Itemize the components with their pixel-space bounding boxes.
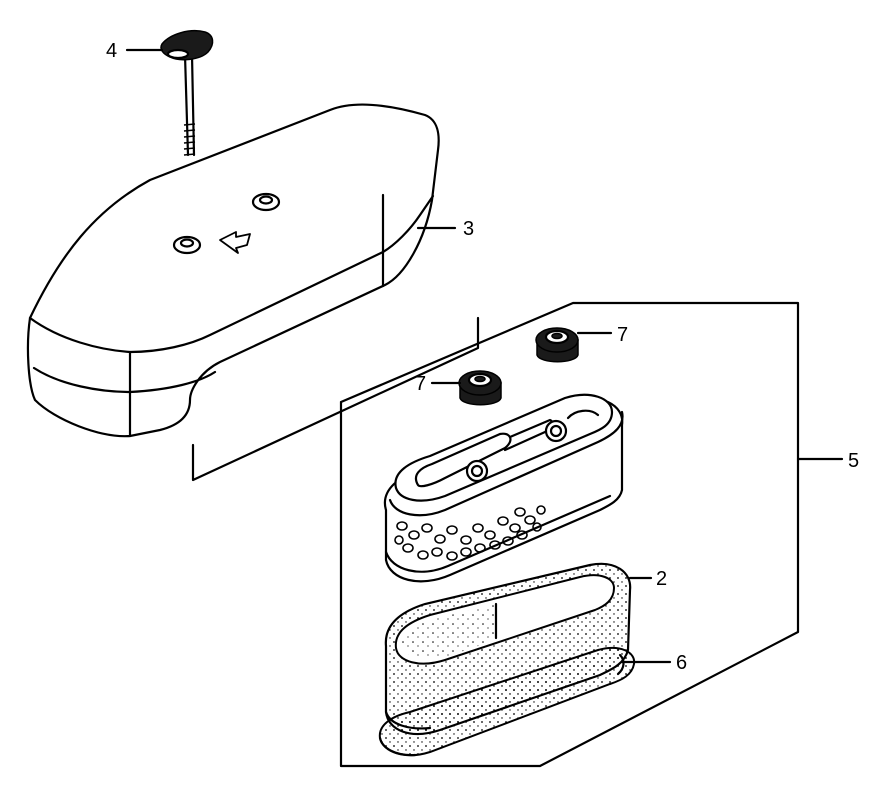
callout-7-back: 7	[617, 324, 628, 346]
leader-lines	[125, 48, 844, 664]
callout-6: 6	[676, 652, 687, 674]
cover-reference-line	[191, 316, 480, 482]
grommet-back-part	[535, 327, 579, 363]
assembly-bracket	[339, 301, 800, 768]
base-gasket-part	[378, 646, 636, 757]
callout-5: 5	[848, 450, 859, 472]
filter-element-part	[383, 393, 624, 583]
callout-4: 4	[106, 40, 117, 62]
callout-7-front: 7	[415, 373, 426, 395]
callout-2: 2	[656, 568, 667, 590]
callout-3: 3	[463, 218, 474, 240]
air-cleaner-cover	[26, 103, 440, 438]
foam-element-part	[384, 562, 632, 735]
wing-bolt-part	[160, 30, 214, 157]
grommet-front-part	[458, 370, 502, 406]
